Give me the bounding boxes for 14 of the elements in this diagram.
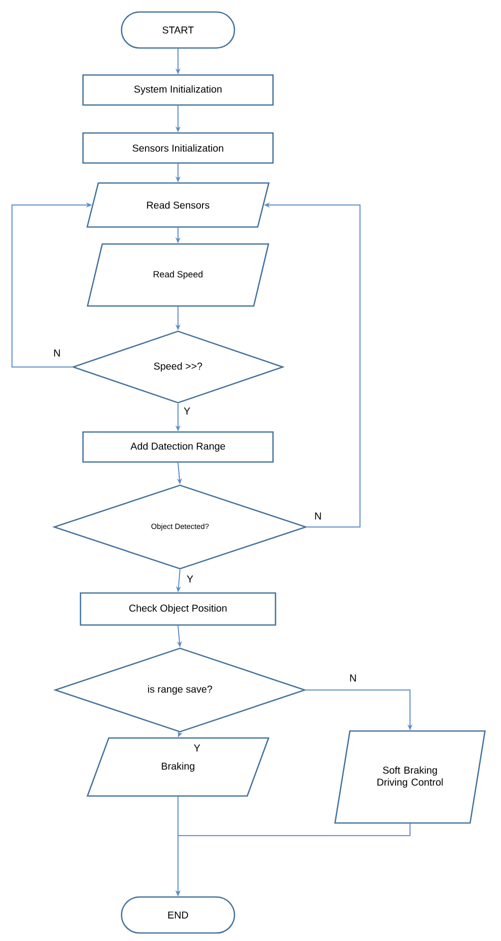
process-box: Sensors Initialization <box>82 132 274 164</box>
edge-label: N <box>52 348 62 358</box>
edge-label: Y <box>182 406 192 416</box>
process-box: Add Datection Range <box>82 431 274 463</box>
edge-label: N <box>348 674 358 682</box>
input-output-box: Read Speed <box>86 243 270 307</box>
edge-label: N <box>313 512 323 520</box>
terminal-box: END <box>120 896 236 934</box>
edge-label: Y <box>186 574 194 584</box>
edge-label: Y <box>192 744 202 752</box>
input-output-box: Soft Braking Driving Control <box>334 730 486 824</box>
terminal-box: START <box>120 11 236 49</box>
process-box: System Initialization <box>82 74 274 106</box>
process-box: Check Object Position <box>80 592 276 626</box>
